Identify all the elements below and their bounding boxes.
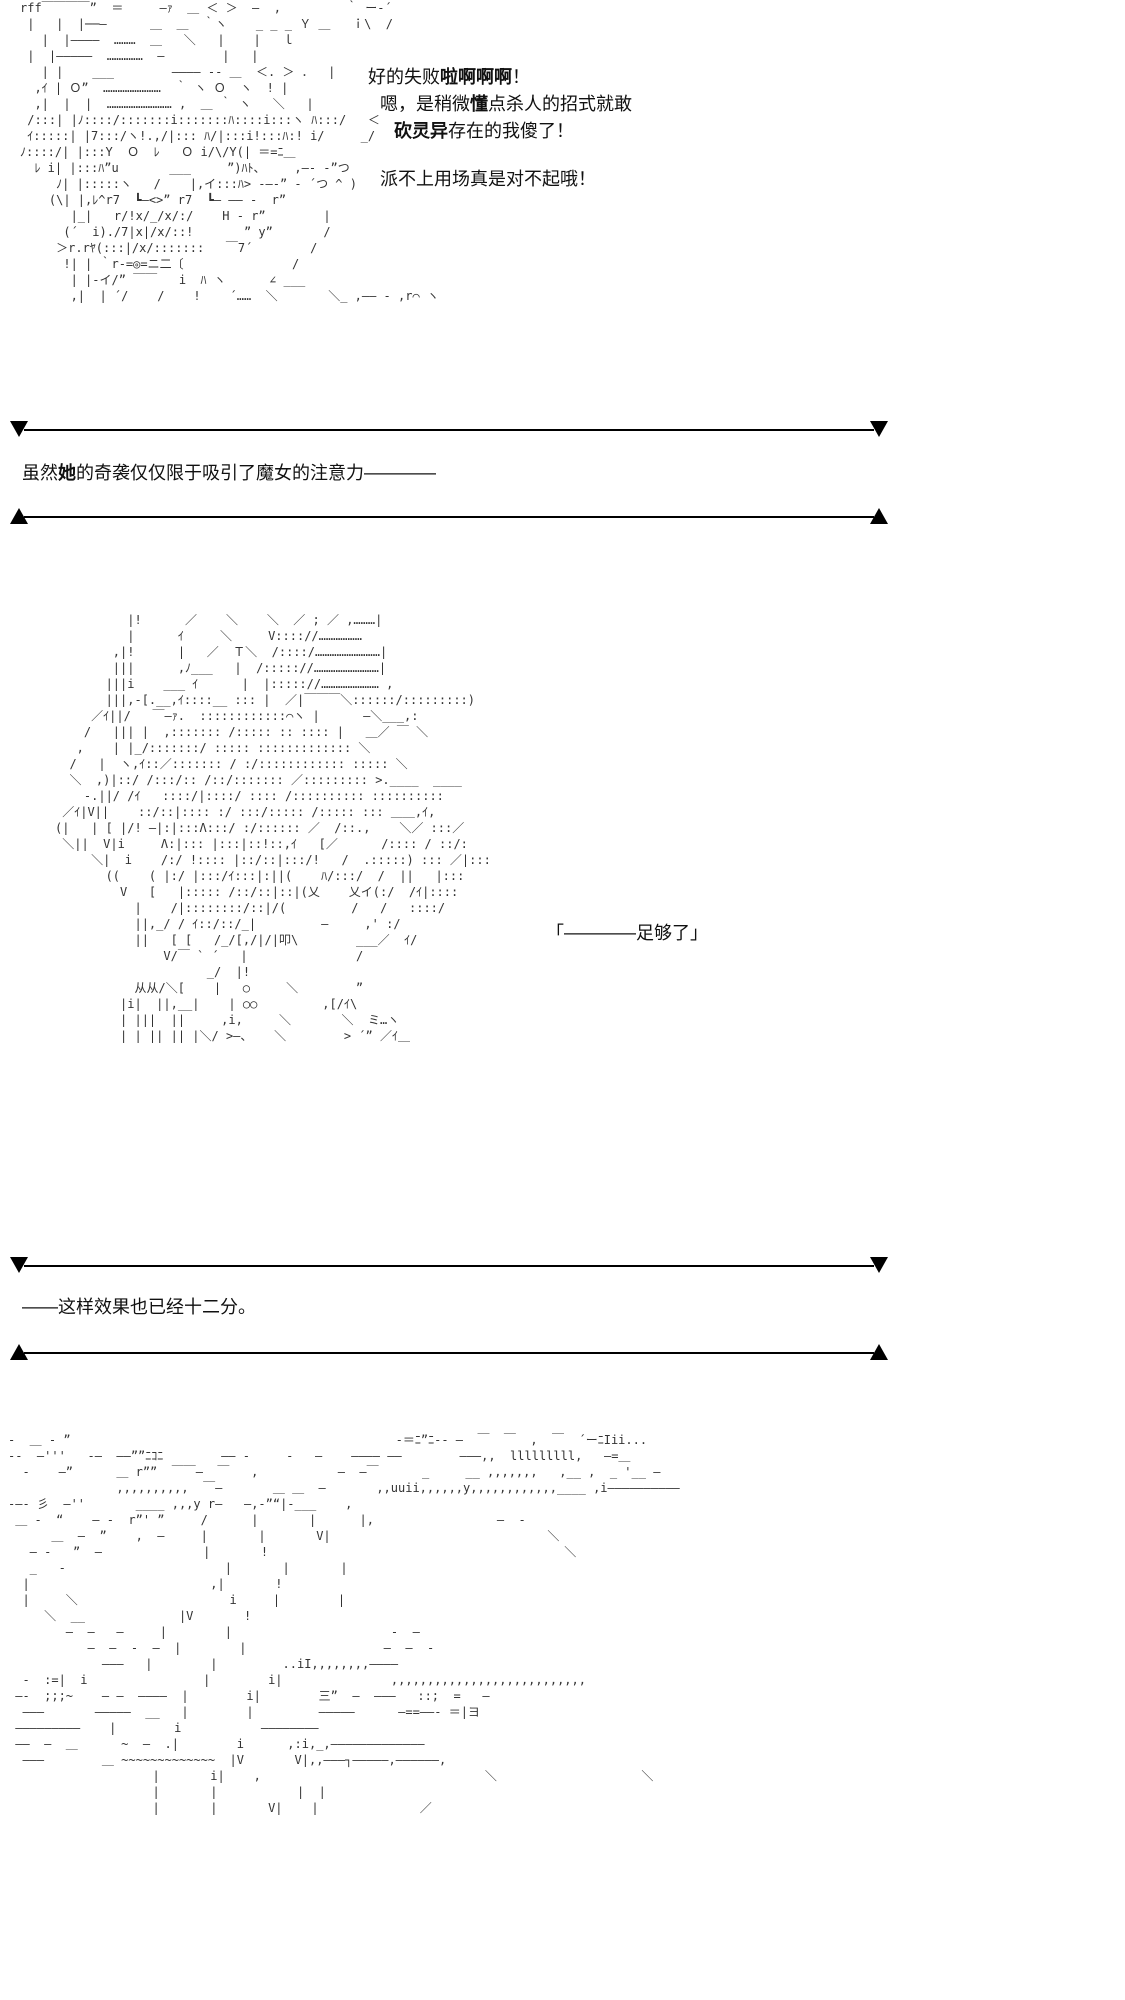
down-triangle-icon: [870, 421, 888, 437]
up-triangle-icon: [10, 508, 28, 524]
up-triangle-icon: [870, 1344, 888, 1360]
down-triangle-icon: [10, 1257, 28, 1273]
speech-line-4: 派不上用场真是对不起哦！: [380, 169, 596, 190]
divider-up: [10, 1344, 888, 1362]
down-triangle-icon: [10, 421, 28, 437]
up-triangle-icon: [10, 1344, 28, 1360]
narration-text: 虽然她的奇袭仅仅限于吸引了魔女的注意力――――: [22, 463, 436, 484]
divider-down: [10, 421, 888, 439]
up-triangle-icon: [870, 508, 888, 524]
speech-line-3: 砍灵异存在的我傻了！: [394, 121, 574, 142]
divider-down: [10, 1257, 888, 1275]
speech-bubble-apology: 好的失败啦啊啊啊！ 嗯，是稍微懂点杀人的招式就敢 砍灵异存在的我傻了！ 派不上用…: [368, 64, 632, 193]
ascii-art-character-panel: rff￣￣￣￣” ＝ ―ｧ ＿ ＜ ＞ ― , ｀ ー‐´ | | |──― ＿…: [20, 1, 439, 303]
narration-text: ――这样效果也已经十二分。: [22, 1297, 256, 1318]
ascii-art-witch-panel: |! ／ ＼ ＼ ／ ; ／ ,………| | ｲ ＼ V:::://…………………: [55, 613, 491, 1043]
quote-enough: 「――――足够了」: [546, 923, 708, 944]
ascii-art-vortex-panel: - ＿ ‐ ” -＝ﾆ”ﾆ-- ― ￣ ￣ , ￣ ´ーﾆIii... -- ―…: [8, 1433, 680, 1815]
speech-line-2: 嗯，是稍微懂点杀人的招式就敢: [380, 94, 632, 115]
down-triangle-icon: [870, 1257, 888, 1273]
divider-up: [10, 508, 888, 526]
speech-line-1: 好的失败啦啊啊啊！: [368, 67, 530, 88]
